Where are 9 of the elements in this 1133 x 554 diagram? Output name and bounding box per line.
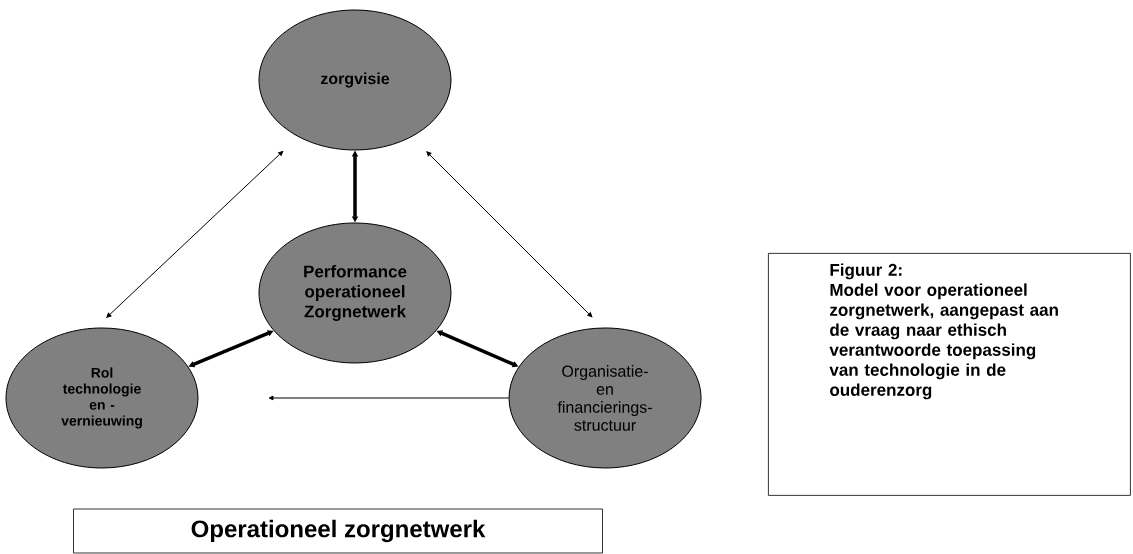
arrow xyxy=(268,395,509,401)
ellipse-node: Rol technologie en - vernieuwing xyxy=(5,327,199,469)
title-box: Operationeel zorgnetwerk xyxy=(73,508,603,554)
ellipse-node: Organisatie- en financierings- structuur xyxy=(508,327,702,469)
ellipse-node: Performance operationeel Zorgnetwerk xyxy=(258,222,452,364)
arrow xyxy=(426,151,593,318)
ellipse-node: zorgvisie xyxy=(258,9,452,151)
caption-box: Figuur 2: Model voor operationeel zorgnetwerk, aangepast aan de vraag naar ethisch verantwoorde toepassing van technologie in de ouderenzorg xyxy=(768,253,1131,496)
arrow xyxy=(106,150,284,318)
